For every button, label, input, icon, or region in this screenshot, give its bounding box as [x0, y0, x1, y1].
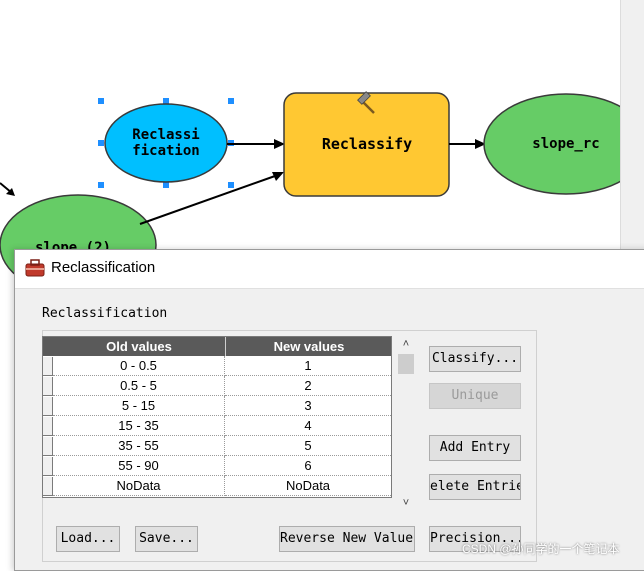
old-value-cell[interactable]: 35 - 55 — [53, 436, 225, 456]
scroll-down-icon[interactable]: ˅ — [402, 497, 410, 509]
new-value-cell[interactable]: 2 — [225, 376, 391, 396]
reclassification-dialog: Reclassification Reclassification Old va… — [14, 249, 644, 571]
variable-node-label: Reclassi fication — [132, 127, 200, 159]
arrow-head-in — [6, 188, 15, 196]
new-value-cell[interactable]: NoData — [225, 476, 391, 496]
old-value-cell[interactable]: 15 - 35 — [53, 416, 225, 436]
new-value-cell[interactable]: 4 — [225, 416, 391, 436]
old-value-cell[interactable]: NoData — [53, 476, 225, 496]
watermark-text: CSDN @孙同学的一个笔记本 — [462, 542, 620, 556]
dialog-titlebar[interactable]: Reclassification — [15, 250, 644, 289]
delete-entries-button[interactable]: elete Entrie — [429, 474, 521, 500]
scroll-up-icon[interactable]: ˄ — [402, 338, 410, 350]
classify-button[interactable]: Classify... — [429, 346, 521, 372]
new-value-cell[interactable]: 6 — [225, 456, 391, 476]
reclass-table[interactable]: Old values New values 0 - 0.5 1 0.5 - 5 … — [42, 336, 392, 498]
new-value-cell[interactable]: 3 — [225, 396, 391, 416]
tool-node-label: Reclassify — [321, 135, 413, 153]
new-value-cell[interactable]: 5 — [225, 436, 391, 456]
canvas-scrollbar[interactable] — [620, 0, 644, 260]
toolbox-icon — [25, 259, 45, 277]
table-scrollbar[interactable]: ˄ ˅ — [397, 336, 415, 511]
output-node-label: slope_rc — [532, 136, 600, 152]
load-button[interactable]: Load... — [56, 526, 120, 552]
reverse-new-values-button[interactable]: Reverse New Values — [279, 526, 415, 552]
arrow-head-input — [272, 172, 284, 181]
column-header-new[interactable]: New values — [225, 337, 392, 356]
table-header: Old values New values — [43, 337, 391, 356]
connector-arrow-input — [139, 175, 276, 225]
output-data-node[interactable] — [483, 93, 644, 195]
column-header-old[interactable]: Old values — [106, 339, 172, 354]
save-button[interactable]: Save... — [135, 526, 198, 552]
precision-button[interactable]: Precision... — [429, 526, 521, 552]
unique-button[interactable]: Unique — [429, 383, 521, 409]
group-label: Reclassification — [42, 306, 168, 321]
old-value-cell[interactable]: 0 - 0.5 — [53, 356, 225, 376]
arrow-head-out — [475, 139, 486, 149]
hammer-icon — [357, 91, 375, 114]
scroll-thumb[interactable] — [398, 354, 414, 374]
old-value-cell[interactable]: 0.5 - 5 — [53, 376, 225, 396]
arrow-head — [274, 139, 285, 149]
old-value-cell[interactable]: 55 - 90 — [53, 456, 225, 476]
old-value-cell[interactable]: 5 - 15 — [53, 396, 225, 416]
new-value-cell[interactable]: 1 — [225, 356, 391, 376]
dialog-title: Reclassification — [51, 259, 156, 276]
add-entry-button[interactable]: Add Entry — [429, 435, 521, 461]
